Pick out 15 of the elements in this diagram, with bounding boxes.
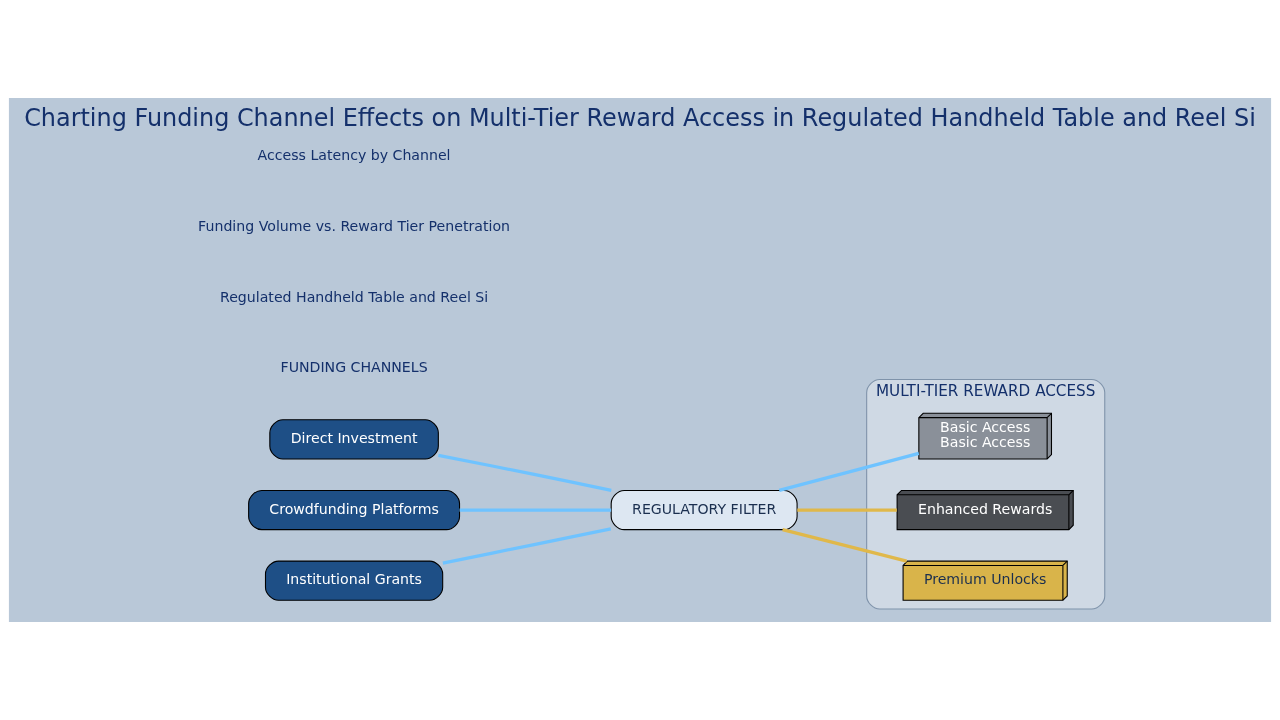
node-box: Institutional Grants bbox=[264, 560, 444, 601]
diagram-title: Charting Funding Channel Effects on Multi-Tier Reward Access in Regulated Handheld Table and Reel Si bbox=[24, 103, 1256, 132]
node-box: Direct Investment bbox=[269, 419, 439, 460]
node-box: REGULATORY FILTER bbox=[610, 489, 798, 531]
label: Access Latency by Channel bbox=[257, 147, 451, 164]
connector bbox=[778, 451, 920, 492]
label: FUNDING CHANNELS bbox=[280, 359, 428, 376]
connector bbox=[459, 508, 612, 512]
connector bbox=[438, 453, 612, 492]
label: Funding Volume vs. Reward Tier Penetration bbox=[198, 218, 511, 235]
connector bbox=[797, 508, 897, 512]
label: Regulated Handheld Table and Reel Si bbox=[219, 288, 489, 305]
connector bbox=[782, 528, 908, 563]
connector bbox=[442, 527, 612, 565]
node-box: Crowdfunding Platforms bbox=[248, 489, 461, 531]
